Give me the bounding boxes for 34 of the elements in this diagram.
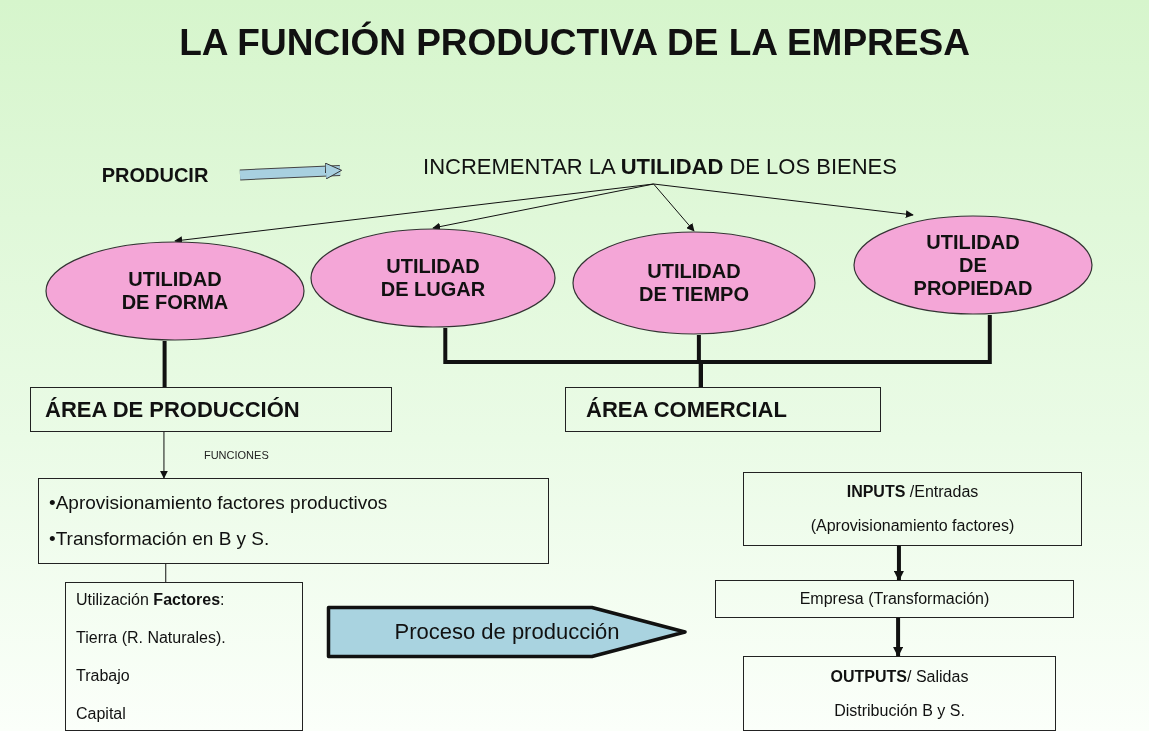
process-box bbox=[743, 472, 1082, 546]
node-text: UTILIDAD DE PROPIEDAD bbox=[912, 230, 1034, 300]
edge-label: FUNCIONES bbox=[203, 449, 269, 461]
utility-ellipse bbox=[572, 231, 816, 335]
node-text: INCREMENTAR LA UTILIDAD DE LOS BIENES bbox=[423, 154, 897, 180]
node-text: •Transformación en B y S. bbox=[49, 528, 270, 550]
node-text: (Aprovisionamiento factores) bbox=[810, 517, 1015, 535]
node-text: UTILIDAD DE TIEMPO bbox=[638, 260, 750, 306]
node-text: INPUTS /Entradas bbox=[846, 483, 979, 501]
node-text: Proceso de producción bbox=[394, 619, 620, 645]
process-box bbox=[565, 387, 881, 432]
node-text: ÁREA DE PRODUCCIÓN bbox=[45, 396, 300, 423]
node-text: Capital bbox=[76, 705, 126, 723]
node-text: Empresa (Transformación) bbox=[799, 590, 990, 608]
node-text: UTILIDAD DE FORMA bbox=[120, 268, 230, 314]
title: LA FUNCIÓN PRODUCTIVA DE LA EMPRESA bbox=[178, 22, 971, 64]
node-text: Distribución B y S. bbox=[834, 701, 965, 720]
node-text: UTILIDAD DE LUGAR bbox=[379, 255, 487, 301]
node-text: OUTPUTS/ Salidas bbox=[830, 667, 969, 686]
process-box bbox=[65, 582, 303, 731]
process-box bbox=[38, 478, 549, 564]
node-text: PRODUCIR bbox=[101, 163, 209, 187]
utility-ellipse bbox=[310, 228, 556, 328]
node-text: Utilización Factores: bbox=[76, 591, 225, 609]
node-text: ÁREA COMERCIAL bbox=[586, 396, 787, 423]
process-box bbox=[30, 387, 392, 432]
node-text: Tierra (R. Naturales). bbox=[76, 629, 226, 647]
process-box bbox=[743, 656, 1056, 731]
node-text: •Aprovisionamiento factores productivos bbox=[49, 492, 388, 514]
process-box bbox=[715, 580, 1074, 618]
utility-ellipse bbox=[45, 241, 305, 341]
utility-ellipse bbox=[853, 215, 1093, 315]
node-text: Trabajo bbox=[76, 667, 130, 685]
process-arrow-shape bbox=[327, 606, 687, 658]
